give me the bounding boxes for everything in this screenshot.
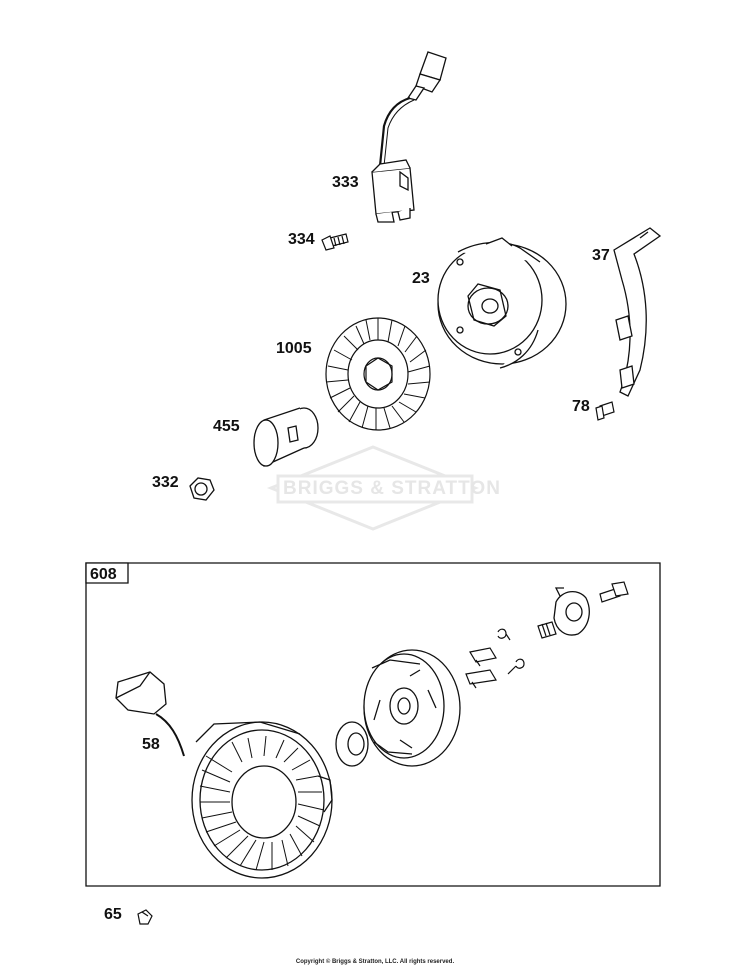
part-label-333: 333 xyxy=(332,174,359,191)
copyright-notice: Copyright © Briggs & Stratton, LLC. All … xyxy=(295,959,455,965)
retainer-plate-part xyxy=(554,588,589,635)
retainer-screw-part xyxy=(600,582,628,602)
ignition-coil-part xyxy=(372,52,446,222)
starter-housing-part xyxy=(116,672,332,878)
screw-78-part xyxy=(596,402,614,420)
blower-housing-part xyxy=(438,238,566,368)
part-label-455: 455 xyxy=(213,418,240,435)
sleeve-455-part xyxy=(254,408,318,466)
screw-65-part xyxy=(138,910,152,924)
flywheel-part xyxy=(326,318,430,430)
watermark-text: BRIGGS & STRATTON xyxy=(283,478,501,499)
part-label-334: 334 xyxy=(288,231,315,248)
pawls-springs-part xyxy=(466,629,524,688)
watermark-logo xyxy=(271,447,475,529)
part-label-1005: 1005 xyxy=(276,340,312,357)
pulley-part xyxy=(364,650,460,766)
starter-assembly-box xyxy=(86,563,660,886)
part-label-65: 65 xyxy=(104,906,122,923)
part-label-37: 37 xyxy=(592,247,610,264)
bolt-334-part xyxy=(322,234,348,250)
washer-part xyxy=(336,722,368,766)
nut-332-part xyxy=(190,478,214,500)
part-label-332: 332 xyxy=(152,474,179,491)
part-label-23: 23 xyxy=(412,270,430,287)
spring-part xyxy=(538,622,556,638)
bracket-part xyxy=(614,228,660,396)
part-label-58: 58 xyxy=(142,736,160,753)
part-label-78: 78 xyxy=(572,398,590,415)
starter-assembly-label-box xyxy=(86,563,128,583)
part-label-608: 608 xyxy=(90,566,117,583)
